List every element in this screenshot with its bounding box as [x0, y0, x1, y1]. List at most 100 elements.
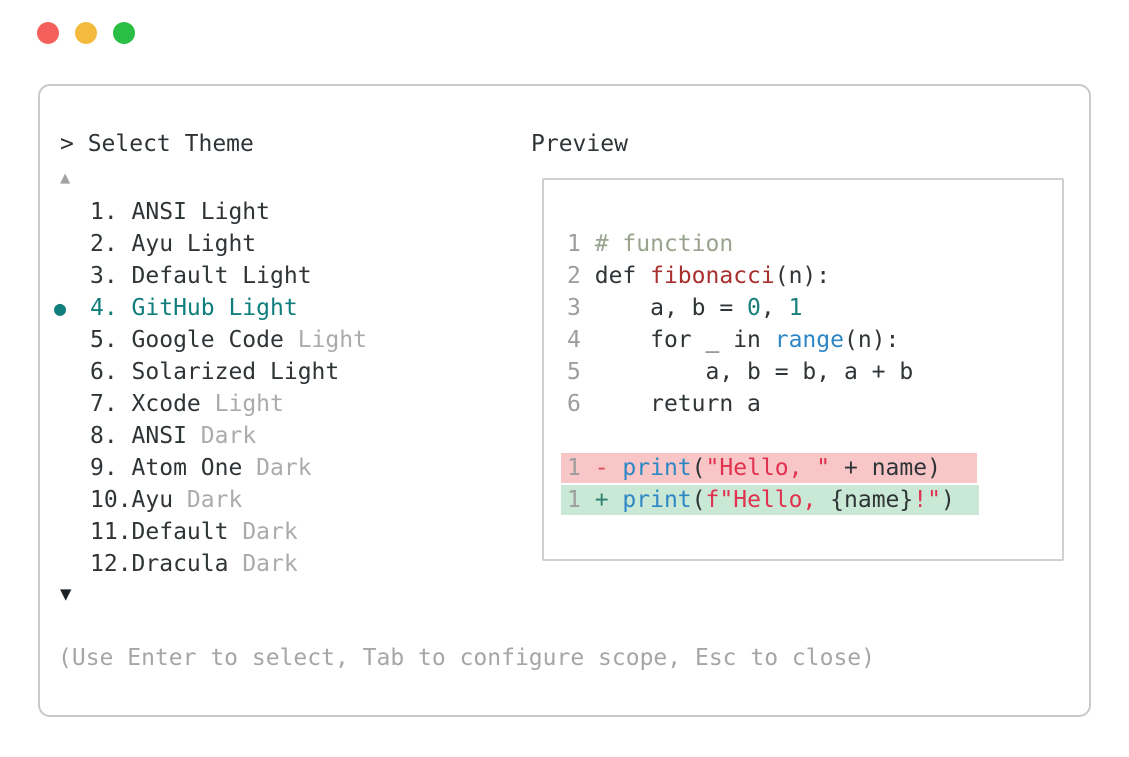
- theme-option-8[interactable]: 8. ANSI Dark: [54, 420, 367, 452]
- minimize-button-icon[interactable]: [75, 22, 97, 44]
- theme-number: 3.: [90, 263, 118, 289]
- line-number: 1: [567, 455, 581, 481]
- code-token: # function: [594, 231, 734, 257]
- theme-option-4[interactable]: ● 4. GitHub Light: [54, 292, 367, 324]
- window-controls: [37, 22, 135, 44]
- theme-option-7[interactable]: 7. Xcode Light: [54, 388, 367, 420]
- theme-name: Solarized Light: [117, 359, 340, 385]
- theme-number: 11.: [90, 519, 132, 545]
- code-token: 1: [788, 295, 803, 321]
- code-token: ,: [760, 295, 789, 321]
- theme-number: 5.: [90, 327, 118, 353]
- theme-option-10[interactable]: 10. Ayu Dark: [54, 484, 367, 516]
- code-token: f"Hello,: [705, 487, 831, 513]
- line-number: 4: [567, 327, 581, 353]
- scroll-up-icon[interactable]: ▲: [60, 168, 71, 188]
- code-token: a, b = b, a + b: [594, 359, 914, 385]
- code-token: for _ in: [594, 327, 775, 353]
- line-number: 3: [567, 295, 581, 321]
- theme-option-9[interactable]: 9. Atom One Dark: [54, 452, 367, 484]
- code-token: (n):: [774, 263, 831, 289]
- code-token: range: [774, 327, 844, 353]
- code-line-6: 6 return a: [544, 388, 1062, 420]
- diff-line-removed: 1 - print("Hello, " + name): [561, 452, 1062, 484]
- line-number: 5: [567, 359, 581, 385]
- code-line-1: 1 # function: [544, 228, 1062, 260]
- diff-added-highlight: 1 + print(f"Hello, {name}!"): [561, 485, 979, 515]
- code-token: + name: [830, 455, 928, 481]
- theme-number: 12.: [90, 551, 132, 577]
- theme-variant: Light: [283, 327, 367, 353]
- theme-number: 6.: [90, 359, 118, 385]
- code-token: fibonacci: [650, 263, 775, 289]
- code-token: +: [594, 487, 623, 513]
- diff-removed-highlight: 1 - print("Hello, " + name): [561, 453, 977, 483]
- code-token: print: [622, 455, 692, 481]
- code-token: ): [927, 455, 941, 481]
- theme-option-5[interactable]: 5. Google Code Light: [54, 324, 367, 356]
- theme-name: Xcode: [117, 391, 201, 417]
- code-token: 0: [747, 295, 761, 321]
- code-token: (: [691, 455, 706, 481]
- theme-name: Dracula: [117, 551, 229, 577]
- theme-variant: Dark: [173, 487, 243, 513]
- theme-variant: Dark: [228, 519, 298, 545]
- code-token: def: [594, 263, 651, 289]
- code-line-3: 3 a, b = 0, 1: [544, 292, 1062, 324]
- preview-label: Preview: [531, 131, 628, 157]
- code-line-5: 5 a, b = b, a + b: [544, 356, 1062, 388]
- theme-name: Atom One: [117, 455, 243, 481]
- help-text: (Use Enter to select, Tab to configure s…: [58, 645, 875, 671]
- theme-number: 2.: [90, 231, 118, 257]
- code-token: -: [594, 455, 623, 481]
- theme-option-6[interactable]: 6. Solarized Light: [54, 356, 367, 388]
- code-token: (n):: [843, 327, 900, 353]
- line-number: 1: [567, 231, 581, 257]
- line-number: 1: [567, 487, 581, 513]
- line-number: 2: [567, 263, 581, 289]
- theme-name: ANSI Light: [117, 199, 271, 225]
- theme-number: 8.: [90, 423, 118, 449]
- theme-name: Default Light: [117, 263, 312, 289]
- code-token: print: [622, 487, 692, 513]
- code-token: "Hello, ": [705, 455, 831, 481]
- code-token: {name}: [830, 487, 914, 513]
- close-button-icon[interactable]: [37, 22, 59, 44]
- theme-variant: Dark: [228, 551, 298, 577]
- code-blank-line: [544, 420, 1062, 452]
- theme-select-prompt: > Select Theme: [60, 131, 254, 157]
- zoom-button-icon[interactable]: [113, 22, 135, 44]
- theme-name: Ayu Light: [117, 231, 257, 257]
- theme-name: ANSI: [117, 423, 187, 449]
- theme-option-1[interactable]: 1. ANSI Light: [54, 196, 367, 228]
- theme-option-11[interactable]: 11. Default Dark: [54, 516, 367, 548]
- code-token: !": [913, 487, 941, 513]
- theme-number: 7.: [90, 391, 118, 417]
- theme-variant: Dark: [242, 455, 312, 481]
- theme-number: 1.: [90, 199, 118, 225]
- theme-name: Default: [117, 519, 229, 545]
- code-token: return a: [594, 391, 761, 417]
- code-token: ): [940, 487, 955, 513]
- theme-number: 4.: [90, 295, 118, 321]
- selected-dot-icon: ●: [54, 296, 67, 320]
- theme-variant: Dark: [186, 423, 257, 449]
- code-token: a, b =: [594, 295, 748, 321]
- theme-option-3[interactable]: 3. Default Light: [54, 260, 367, 292]
- code-line-2: 2 def fibonacci(n):: [544, 260, 1062, 292]
- theme-name: Google Code: [117, 327, 284, 353]
- theme-option-2[interactable]: 2. Ayu Light: [54, 228, 367, 260]
- code-line-4: 4 for _ in range(n):: [544, 324, 1062, 356]
- theme-variant: Light: [200, 391, 284, 417]
- code-token: (: [691, 487, 706, 513]
- theme-option-12[interactable]: 12. Dracula Dark: [54, 548, 367, 580]
- theme-name: Ayu: [117, 487, 174, 513]
- scroll-down-icon[interactable]: ▼: [60, 583, 72, 605]
- line-number: 6: [567, 391, 581, 417]
- theme-name: GitHub Light: [117, 295, 298, 321]
- diff-line-added: 1 + print(f"Hello, {name}!"): [561, 484, 1062, 516]
